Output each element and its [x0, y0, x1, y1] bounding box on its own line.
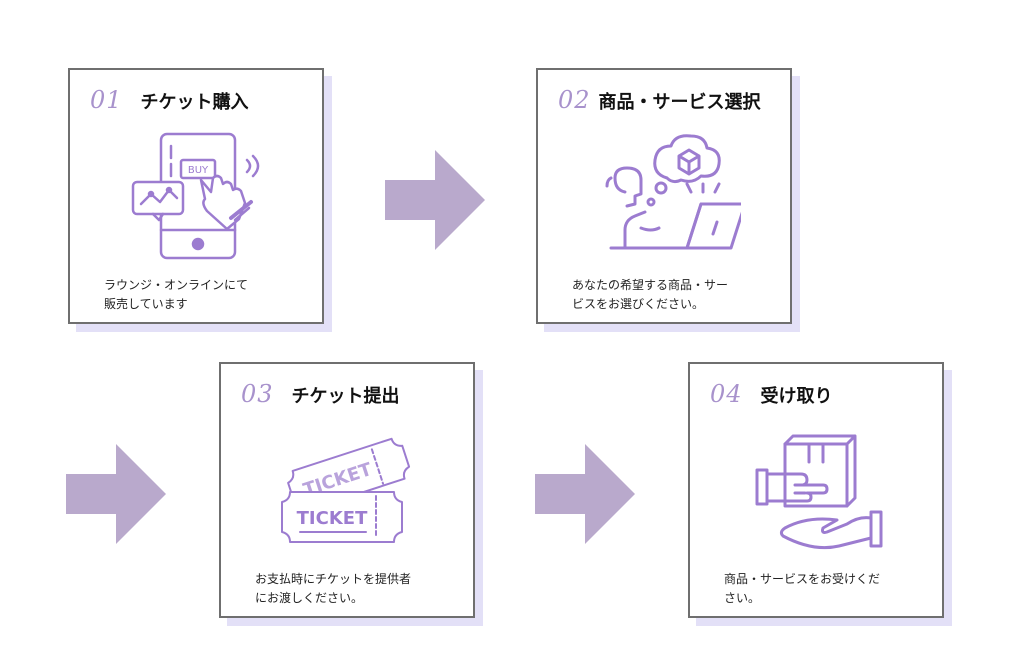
step-title: 受け取り	[760, 386, 833, 407]
buy-label: BUY	[188, 165, 209, 176]
card-body: 04 受け取り 商品・サービスをお受けくだ さい。	[688, 362, 944, 618]
step-title: チケット購入	[140, 92, 249, 113]
card-header: 04 受け取り	[710, 380, 934, 408]
step-description: あなたの希望する商品・サー ビスをお選びください。	[572, 276, 772, 314]
card-header: 03 チケット提出	[241, 380, 465, 408]
description-line: にお渡しください。	[255, 591, 364, 605]
arrow-right-icon	[385, 150, 485, 250]
step-card-01: 01 チケット購入 BUY ラウンジ・オンラインにて 販売しています	[68, 68, 332, 332]
card-header: 01 チケット購入	[90, 86, 314, 114]
step-number: 03	[241, 380, 274, 408]
step-description: 商品・サービスをお受けくだ さい。	[724, 570, 924, 608]
description-line: ビスをお選びください。	[572, 297, 705, 311]
description-line: 販売しています	[104, 297, 188, 311]
step-title: チケット提出	[291, 386, 400, 407]
arrow-right-icon	[535, 444, 635, 544]
card-body: 02 商品・サービス選択 あなたの希望する商品・サー ビスをお選びください。	[536, 68, 792, 324]
step-number: 02	[558, 86, 591, 114]
step-card-02: 02 商品・サービス選択 あなたの希望する商品・サー ビスをお選びください。	[536, 68, 800, 332]
smartphone-buy-icon: BUY	[131, 132, 260, 260]
step-description: ラウンジ・オンラインにて 販売しています	[104, 276, 304, 314]
hand-receive-box-icon	[755, 434, 883, 550]
description-line: 商品・サービスをお受けくだ	[724, 572, 881, 586]
person-laptop-thinking-icon	[605, 134, 741, 250]
card-body: 01 チケット購入 BUY ラウンジ・オンラインにて 販売しています	[68, 68, 324, 324]
step-number: 01	[90, 86, 123, 114]
step-card-03: 03 チケット提出 TICKET TICKET お支払時にチケットを提供者 にお…	[219, 362, 483, 626]
tickets-icon: TICKET TICKET	[281, 437, 411, 543]
description-line: ラウンジ・オンラインにて	[104, 278, 249, 292]
description-line: あなたの希望する商品・サー	[572, 278, 729, 292]
step-number: 04	[710, 380, 743, 408]
step-description: お支払時にチケットを提供者 にお渡しください。	[255, 570, 455, 608]
card-header: 02 商品・サービス選択	[558, 86, 782, 114]
step-title: 商品・サービス選択	[598, 92, 761, 113]
card-body: 03 チケット提出 TICKET TICKET お支払時にチケットを提供者 にお…	[219, 362, 475, 618]
ticket-front-label: TICKET	[297, 508, 368, 529]
step-card-04: 04 受け取り 商品・サービスをお受けくだ さい。	[688, 362, 952, 626]
arrow-right-icon	[66, 444, 166, 544]
description-line: さい。	[724, 591, 761, 605]
description-line: お支払時にチケットを提供者	[255, 572, 412, 586]
